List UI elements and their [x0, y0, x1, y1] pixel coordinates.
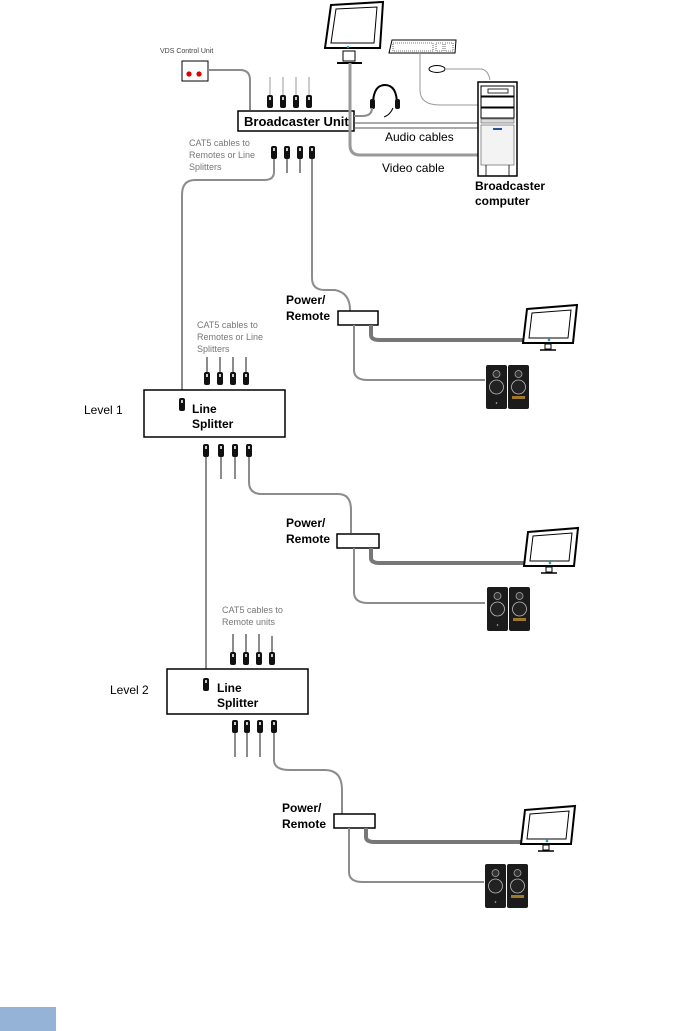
led-icon — [196, 71, 201, 76]
cat5-top-label-line2: Remotes or Line — [189, 150, 255, 160]
broadcaster-bottom-plugs — [271, 146, 315, 173]
speakers-1 — [486, 365, 529, 409]
power-remote-label-line2: Remote — [286, 532, 330, 546]
cat5-l1-label-line1: CAT5 cables to — [197, 320, 258, 330]
broadcaster-computer — [478, 82, 517, 176]
level1-top-plugs — [204, 357, 249, 385]
video-cable-label: Video cable — [382, 161, 445, 175]
broadcaster-computer-label-line1: Broadcaster — [475, 179, 545, 193]
speakers-2 — [487, 587, 530, 631]
main-monitor — [325, 2, 383, 63]
remote-monitor-3 — [521, 806, 575, 851]
remote-set-3: Power/ Remote — [282, 801, 575, 908]
cat5-top-label: CAT5 cables to Remotes or Line Splitters — [189, 138, 255, 172]
line-splitter-2-label-line2: Splitter — [217, 696, 259, 710]
keyboard — [389, 40, 456, 53]
keyboard-cable — [420, 53, 480, 105]
level2-top-plugs — [230, 634, 275, 665]
broadcaster-top-plugs — [267, 77, 312, 108]
power-remote-label-line2: Remote — [282, 817, 326, 831]
mouse-cable — [445, 69, 490, 80]
video-cable-remote2 — [371, 548, 525, 563]
vds-control-unit-label: VDS Control Unit — [160, 48, 213, 55]
line-splitter-1-label-line2: Splitter — [192, 417, 234, 431]
cat5-l1-label-line2: Remotes or Line — [197, 332, 263, 342]
mouse — [429, 66, 445, 73]
level1-bottom-plugs — [203, 444, 252, 479]
cat5-l2-label: CAT5 cables to Remote units — [222, 605, 283, 627]
video-cable-remote1 — [371, 325, 525, 340]
remote-monitor-1 — [523, 305, 577, 350]
broadcaster-computer-label-line2: computer — [475, 194, 530, 208]
level2-bottom-plugs — [232, 720, 277, 757]
video-cable-remote3 — [366, 828, 522, 842]
power-remote-label-line1: Power/ — [286, 516, 326, 530]
monitor-led-icon — [347, 46, 350, 49]
power-remote-label-line1: Power/ — [286, 293, 326, 307]
power-remote-box — [338, 311, 378, 325]
cat5-cable-to-remote1 — [312, 159, 350, 312]
remote-set-2: Power/ Remote — [286, 516, 578, 631]
headset — [370, 85, 400, 117]
line-splitter-1-label-line1: Line — [192, 402, 217, 416]
level1-label: Level 1 — [84, 403, 123, 417]
audio-cable-remote2 — [354, 548, 485, 603]
level2-label: Level 2 — [110, 683, 149, 697]
remote-monitor-2 — [524, 528, 578, 573]
cat5-l2-label-line1: CAT5 cables to — [222, 605, 283, 615]
broadcaster-unit-label: Broadcaster Unit — [244, 114, 349, 129]
audio-cable-remote3 — [349, 828, 484, 882]
cat5-l2-label-line2: Remote units — [222, 617, 276, 627]
audio-cable-remote1 — [354, 325, 485, 380]
line-splitter-level1: Line Splitter — [144, 390, 285, 437]
cat5-cable-to-level1 — [182, 159, 274, 402]
power-remote-box — [334, 814, 375, 828]
line-splitter-2-label-line1: Line — [217, 681, 242, 695]
remote-set-1: Power/ Remote — [286, 293, 577, 409]
power-remote-box — [337, 534, 379, 548]
vds-control-unit: VDS Control Unit — [160, 48, 213, 81]
broadcaster-unit: Broadcaster Unit — [238, 111, 354, 131]
cat5-l1-label: CAT5 cables to Remotes or Line Splitters — [197, 320, 263, 354]
audio-cables-label: Audio cables — [385, 130, 454, 144]
power-remote-label-line2: Remote — [286, 309, 330, 323]
power-remote-label-line1: Power/ — [282, 801, 322, 815]
line-splitter-level2: Line Splitter — [167, 669, 308, 714]
cat5-top-label-line3: Splitters — [189, 162, 222, 172]
page-footer-tab — [0, 1007, 56, 1031]
led-icon — [186, 71, 191, 76]
speakers-3 — [485, 864, 528, 908]
control-cable — [208, 70, 250, 110]
cat5-l1-label-line3: Splitters — [197, 344, 230, 354]
headset-cable — [354, 108, 372, 116]
cat5-top-label-line1: CAT5 cables to — [189, 138, 250, 148]
